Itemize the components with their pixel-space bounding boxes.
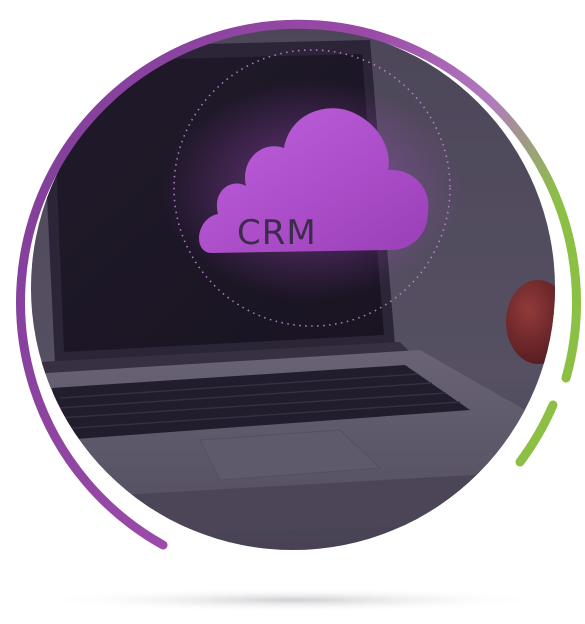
cloud-label: CRM — [237, 213, 317, 253]
ground-shadow — [38, 588, 548, 612]
progress-ring-main — [16, 19, 581, 550]
cloud-icon — [199, 108, 429, 253]
progress-ring-accent — [515, 400, 558, 467]
